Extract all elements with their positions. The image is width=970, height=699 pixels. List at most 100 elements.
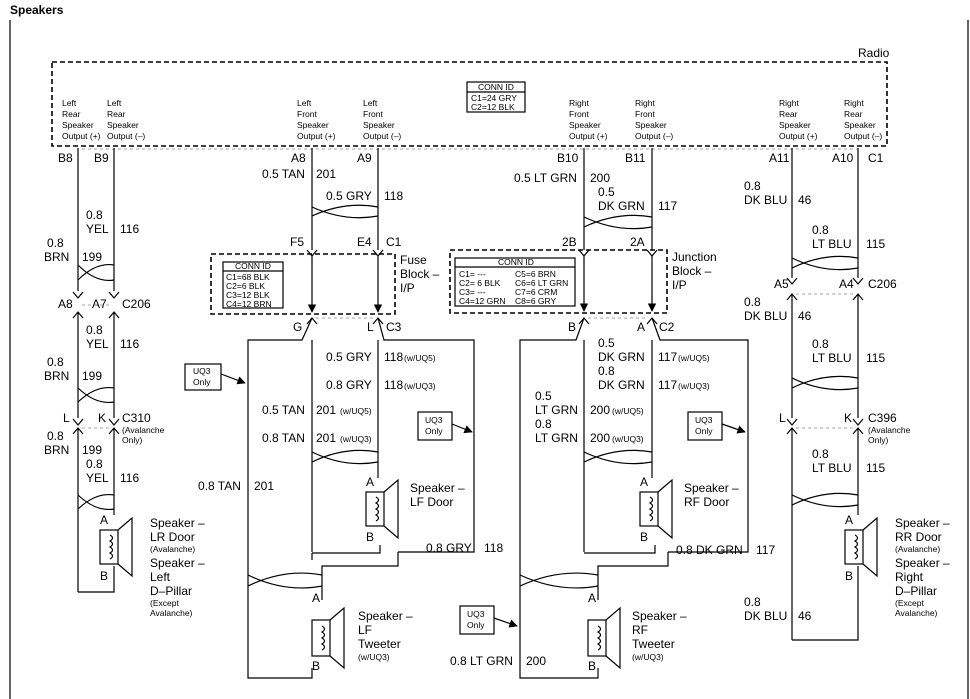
wire-gauge: 0.8 xyxy=(535,417,552,431)
pin-label: A xyxy=(312,591,320,605)
pin-label: L xyxy=(779,411,786,425)
speaker-icon xyxy=(365,478,399,540)
conn-id-line: C7=6 CRM xyxy=(515,287,557,297)
circuit-number: 200 xyxy=(526,654,546,668)
pin-label: A11 xyxy=(769,151,790,165)
option-note: (w/UQ3) xyxy=(612,434,644,444)
wire-label: 0.5 TAN xyxy=(262,167,305,181)
component-label: Speaker – xyxy=(895,556,950,570)
pin-label: F5 xyxy=(290,235,304,249)
pin-label: B xyxy=(568,320,576,334)
component-label: Block – xyxy=(400,267,440,281)
pin-label: C1 xyxy=(868,151,884,165)
pin-label: L xyxy=(367,320,374,334)
option-note: (w/UQ3) xyxy=(404,381,436,391)
component-label: Block – xyxy=(672,264,712,278)
wire-label: 0.5 GRY xyxy=(326,350,372,364)
circuit-number: 118 xyxy=(384,350,403,364)
wire-label: 0.5 LT GRN xyxy=(514,171,577,185)
output-label: Speaker xyxy=(107,120,139,130)
conn-id-line: C4=12 GRN xyxy=(459,296,506,306)
conn-id-line: C8=6 GRY xyxy=(515,296,557,306)
connector-id: C206 xyxy=(868,277,897,291)
wire-label: 0.5 GRY xyxy=(326,189,372,203)
connector-note: Only) xyxy=(122,435,142,445)
circuit-number: 200 xyxy=(590,171,610,185)
twisted-pair-symbol xyxy=(311,204,379,219)
radio-conn-id-box xyxy=(466,81,526,113)
wire-label: 0.8 TAN xyxy=(198,479,241,493)
pin-label: B8 xyxy=(58,151,73,165)
wire-gauge: 0.8 xyxy=(812,447,829,461)
right-front-circuit: 0.5 DK GRN 117 (w/UQ5) 0.8 DK GRN 117 (w… xyxy=(450,317,775,679)
wire-gauge: 0.8 xyxy=(47,236,64,250)
conn-id-line: C5=6 BRN xyxy=(515,269,556,279)
pin-label: B10 xyxy=(557,151,579,165)
speaker-icon xyxy=(587,606,621,670)
radio-outline xyxy=(51,61,888,147)
wire-color: DK BLU xyxy=(744,609,787,623)
output-label: Front xyxy=(363,109,383,119)
component-label: Left xyxy=(150,570,171,584)
speaker-icon xyxy=(844,516,878,578)
pin-label: K xyxy=(98,411,106,425)
pin-label: B11 xyxy=(625,151,646,165)
pin-label: B xyxy=(845,569,853,583)
conn-id-line: C6=6 LT GRN xyxy=(515,278,568,288)
circuit-number: 116 xyxy=(120,471,139,485)
twisted-pair-symbol xyxy=(583,449,653,465)
uq3-only-note xyxy=(459,605,495,635)
wire-label: 0.8 GRY xyxy=(326,378,372,392)
wire-color: DK GRN xyxy=(598,350,645,364)
component-note: (w/UQ3) xyxy=(358,652,390,662)
uq3-only-note xyxy=(184,363,222,391)
circuit-number: 200 xyxy=(590,403,610,417)
note-text: UQ3 xyxy=(467,609,485,619)
circuit-number: 46 xyxy=(798,609,812,623)
wire-color: LT GRN xyxy=(535,403,578,417)
wire-color: LT BLU xyxy=(812,237,852,251)
pin-label: A10 xyxy=(832,151,854,165)
pin-label: A8 xyxy=(58,297,73,311)
connector-id: C1 xyxy=(386,235,402,249)
connector-id: C2 xyxy=(659,320,675,334)
speaker-icon xyxy=(99,516,133,578)
circuit-number: 117 xyxy=(658,350,677,364)
wire-gauge: 0.8 xyxy=(86,208,103,222)
left-rear-circuit: 0.8 BRN 199 0.8 YEL 116 A8 A7 C206 0.8 Y… xyxy=(44,148,205,618)
note-text: Only xyxy=(193,377,211,387)
fuse-conn-id-box xyxy=(222,261,284,309)
circuit-number: 117 xyxy=(658,378,677,392)
circuit-number: 115 xyxy=(866,351,885,365)
pin-label: A7 xyxy=(92,297,107,311)
output-label: Right xyxy=(569,98,589,108)
twisted-pair-symbol xyxy=(519,572,599,589)
wire-color: YEL xyxy=(86,222,109,236)
conn-id-line: C3= --- xyxy=(459,287,486,297)
pin-label: K xyxy=(844,411,852,425)
pin-label: A5 xyxy=(774,277,789,291)
option-note: (w/UQ3) xyxy=(678,381,710,391)
conn-id-line: C1= --- xyxy=(459,269,486,279)
circuit-number: 201 xyxy=(316,431,336,445)
component-note: (w/UQ3) xyxy=(632,652,664,662)
right-rear-circuit: 0.8 DK BLU 46 0.8 LT BLU 115 A5 A4 C206 … xyxy=(744,148,950,641)
uq3-only-note xyxy=(687,411,723,441)
circuit-number: 46 xyxy=(798,309,812,323)
wire-label: 0.5 TAN xyxy=(262,403,305,417)
wire-gauge: 0.8 xyxy=(812,223,829,237)
wire-label: 0.8 GRY xyxy=(426,541,472,555)
wire-label: 0.8 LT GRN xyxy=(450,654,513,668)
circuit-number: 117 xyxy=(658,199,677,213)
component-label: LF xyxy=(358,623,372,637)
option-note: (w/UQ5) xyxy=(678,353,710,363)
output-label: Rear xyxy=(62,109,81,119)
radio-conn-id-line: C2=12 BLK xyxy=(471,102,515,112)
circuit-number: 201 xyxy=(316,167,336,181)
option-note: (w/UQ5) xyxy=(612,406,644,416)
conn-id-title: CONN ID xyxy=(235,261,271,271)
output-label: Output (+) xyxy=(779,131,818,141)
component-note: (Avalanche) xyxy=(895,544,940,554)
pin-label: B xyxy=(588,659,596,673)
option-note: (w/UQ5) xyxy=(340,406,372,416)
